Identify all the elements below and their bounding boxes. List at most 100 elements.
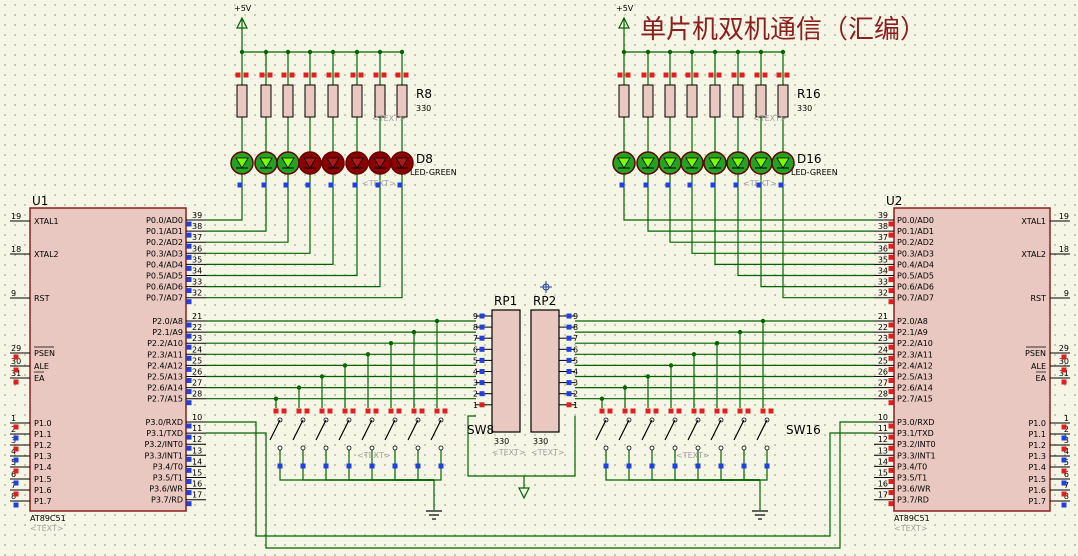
switch-lever[interactable] [315,419,327,441]
resistor-text-placeholder: <TEXT> [372,114,406,123]
switch-lever[interactable] [338,419,350,441]
pin-marker [283,182,289,188]
pin-name: P3.4/T0 [897,462,927,471]
pin-marker [676,408,682,414]
pin-marker [319,408,325,414]
pin-name: P3.7/RD [151,496,183,505]
resistor[interactable] [777,84,789,118]
resistor[interactable] [260,84,272,118]
resistor[interactable] [304,84,316,118]
switch-lever[interactable] [664,419,676,441]
pin-name: P0.6/AD6 [146,283,183,292]
pin-marker [888,221,894,227]
parts[interactable]: U1AT89C51<TEXT>19XTAL118XTAL29RST29PSEN3… [10,4,1070,533]
pin-name: ALE [1031,362,1046,371]
chip-body[interactable] [29,207,187,512]
pin-marker [566,391,572,397]
wire [206,174,334,265]
resistor[interactable] [686,84,698,118]
resistor[interactable] [236,84,248,118]
chip-body[interactable] [893,207,1051,512]
resistor[interactable] [755,84,767,118]
chip-u2[interactable]: U2AT89C51<TEXT>19XTAL118XTAL29RST29PSEN3… [874,194,1070,533]
resistor[interactable] [732,84,744,118]
pin-name: P2.4/A12 [147,361,183,370]
pin-marker [479,369,485,374]
pin-marker [186,445,192,451]
pin-marker [305,182,311,188]
pin-number: 14 [192,457,202,466]
pin-marker [186,277,192,282]
pin-name: P0.4/AD4 [146,260,183,269]
pin-marker [1061,502,1067,508]
pin-marker [186,366,192,372]
pin-marker [373,72,379,78]
switch-group[interactable]: SW8<TEXT> [269,417,494,520]
wire [206,421,874,549]
pin-name: P1.1 [34,430,52,439]
pin-name: P3.6/WR [897,485,931,494]
switch-lever[interactable] [361,419,373,441]
switch-lever[interactable] [407,419,419,441]
pin-name: RST [1030,294,1046,303]
switch-lever[interactable] [641,419,653,441]
pin-name: P2.7/A15 [147,395,183,404]
led-diode-icon [708,157,722,169]
resistor[interactable] [351,84,363,118]
switch-lever[interactable] [292,419,304,441]
switch-lever[interactable] [687,419,699,441]
pin-number: 8 [473,323,478,332]
chip-u1[interactable]: U1AT89C51<TEXT>19XTAL118XTAL29RST29PSEN3… [10,194,206,533]
switch-contact [392,445,398,451]
resistor[interactable] [642,84,654,118]
pin-marker [13,446,19,452]
pin-marker [479,313,485,319]
resistor[interactable] [374,84,386,118]
resistor[interactable] [396,84,408,118]
resistor-array-body[interactable] [491,309,521,433]
switch-group[interactable]: SW16 <TEXT> [595,417,821,520]
switch-lever[interactable] [618,419,630,441]
led-diode-icon [281,157,295,169]
resistor[interactable] [709,84,721,118]
pin-marker [1061,379,1067,385]
pin-marker [649,72,655,78]
switch-lever[interactable] [733,419,745,441]
switch-lever[interactable] [430,419,442,441]
wire [206,174,311,254]
pin-marker [438,463,444,469]
resistor-value: 330 [416,104,431,113]
pin-marker [186,479,192,484]
pin-name: P0.7/AD7 [897,294,934,303]
pin-number: 39 [192,211,202,220]
led-diode-icon [235,157,249,169]
pin-marker [186,288,192,294]
switch-ref: SW16 [786,423,821,437]
wire [760,174,874,288]
resistor[interactable] [664,84,676,118]
pin-marker [13,502,19,508]
resistor[interactable] [327,84,339,118]
resistor[interactable] [618,84,630,118]
switch-lever[interactable] [756,419,768,441]
switch-lever[interactable] [710,419,722,441]
resistor-array-value: 330 [494,437,509,446]
switch-lever[interactable] [384,419,396,441]
pin-marker [186,299,192,305]
switch-text-placeholder: <TEXT> [676,451,710,460]
pin-marker [186,467,192,473]
pin-name: P0.5/AD5 [897,272,934,281]
pin-number: 12 [878,435,888,444]
resistor-array-body[interactable] [530,309,560,433]
pin-name: P0.0/AD0 [897,216,934,225]
resistor[interactable] [282,84,294,118]
pin-marker [888,299,894,305]
switch-lever[interactable] [269,419,281,441]
switch-lever[interactable] [595,419,607,441]
pin-marker [403,72,409,78]
